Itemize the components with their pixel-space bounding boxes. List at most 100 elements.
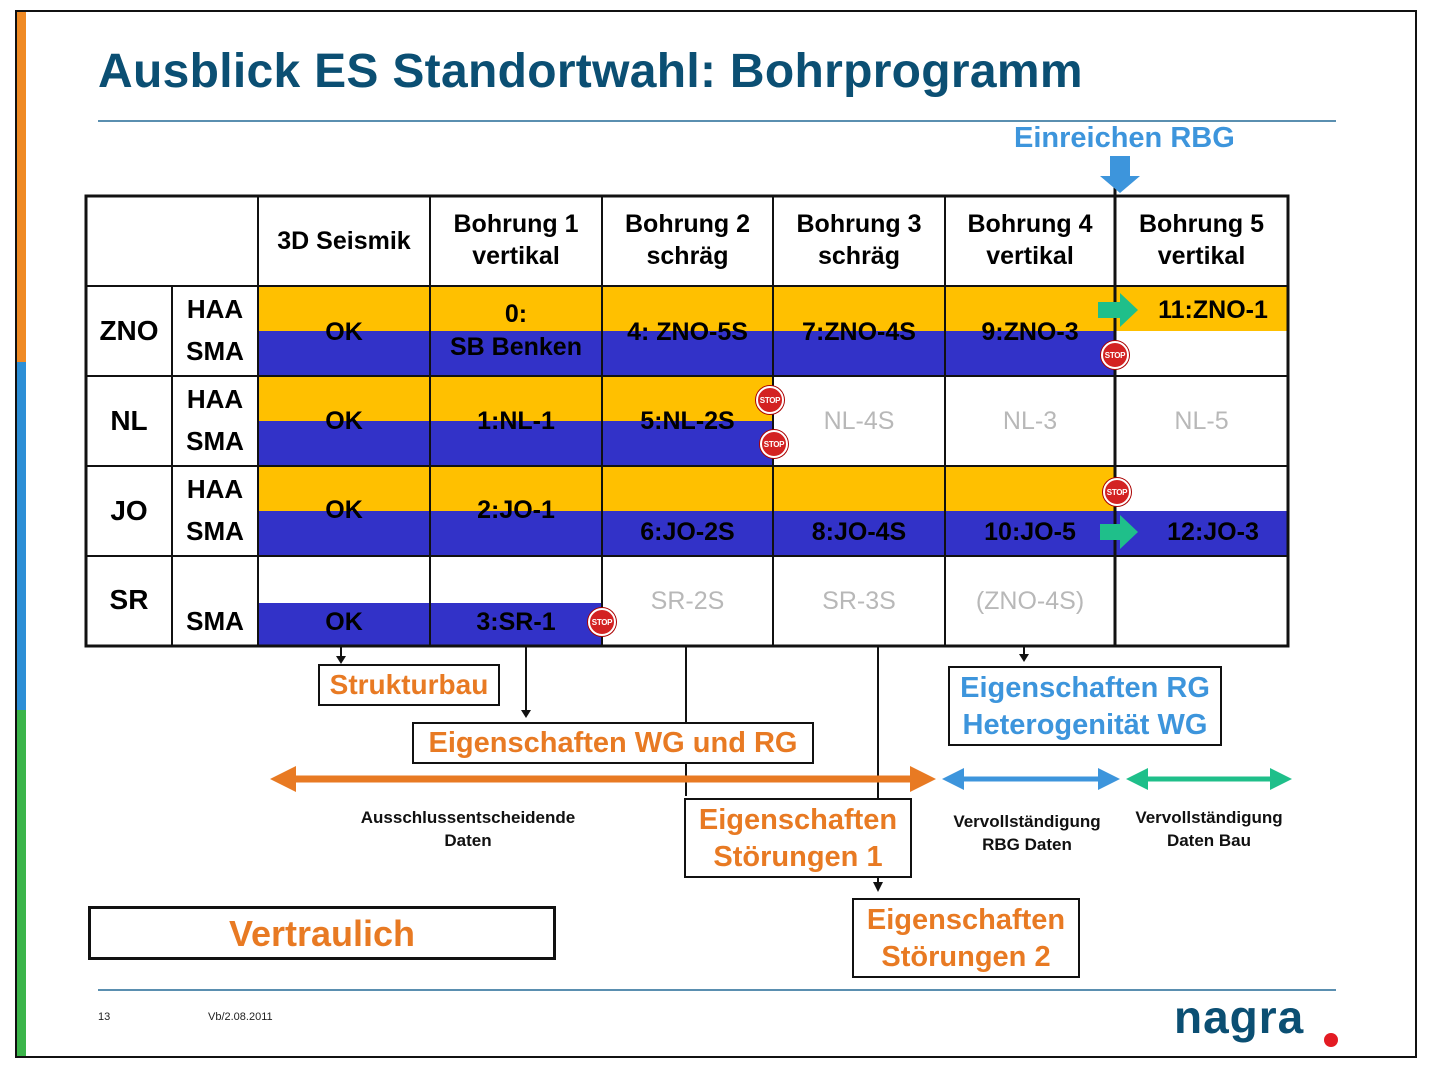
stop-sign-icon-zno: STOP (1101, 341, 1129, 369)
orange-arrow-right (910, 766, 936, 792)
nl-haa-bar (258, 376, 773, 421)
rbg-daten-caption: Vervollständigung RBG Daten (934, 810, 1120, 856)
header-bohrung-4-l2: vertikal (986, 242, 1074, 270)
region-nl: NL (110, 405, 148, 436)
sr-b2: SR-2S (650, 587, 725, 615)
title-rule (98, 120, 1336, 122)
nl-sma-bar (258, 421, 773, 466)
sr-b3: SR-3S (822, 587, 896, 615)
header-bohrung-5: Bohrung 5 vertikal (1115, 208, 1288, 272)
eigenschaften-stoerungen-1-box: Eigenschaften Störungen 1 (684, 798, 912, 878)
nl-b5: NL-5 (1174, 407, 1229, 435)
zno-sma-label: SMA (186, 336, 244, 366)
nl-haa-label: HAA (186, 384, 244, 414)
eigenschaften-stoerungen-2-l1: Eigenschaften (866, 904, 1066, 936)
sr-b1: 3:SR-1 (476, 608, 556, 636)
sr-seismik: OK (325, 608, 363, 636)
daten-bau-caption: Vervollständigung Daten Bau (1116, 806, 1302, 852)
jo-haa-bar (258, 466, 1115, 511)
stop-sign-icon-jo: STOP (1103, 478, 1131, 506)
eigenschaften-wg-rg-box: Eigenschaften WG und RG (412, 722, 814, 764)
eigenschaften-stoerungen-2-l2: Störungen 2 (881, 941, 1051, 973)
header-3d-seismik: 3D Seismik (277, 227, 411, 255)
stop-sign-icon-nl-sma: STOP (760, 430, 788, 458)
jo-b2: 6:JO-2S (640, 518, 735, 546)
header-bohrung-4-l1: Bohrung 4 (967, 210, 1093, 238)
eigenschaften-rg-l2: Heterogenität WG (962, 709, 1208, 741)
daten-bau-l2: Daten Bau (1166, 831, 1252, 850)
strukturbau-box: Strukturbau (318, 664, 500, 706)
slide-title: Ausblick ES Standortwahl: Bohrprogramm (98, 45, 1083, 98)
zno-b1-l1: 0: (504, 300, 528, 328)
nl-b3: NL-4S (823, 407, 895, 435)
zno-green-arrow (1098, 293, 1138, 327)
nagra-logo-dot-icon (1324, 1033, 1338, 1047)
zno-b4: 9:ZNO-3 (981, 318, 1079, 346)
header-bohrung-2: Bohrung 2 schräg (602, 208, 773, 272)
header-bohrung-5-l1: Bohrung 5 (1139, 210, 1264, 238)
vertraulich-box: Vertraulich (88, 906, 556, 960)
region-zno: ZNO (99, 315, 159, 346)
footer-date: Vb/2.08.2011 (208, 1011, 273, 1023)
header-bohrung-1-l2: vertikal (472, 242, 560, 270)
jo-green-arrow (1100, 515, 1138, 549)
jo-b1: 2:JO-1 (477, 496, 555, 524)
region-sr: SR (109, 584, 149, 615)
page-number: 13 (98, 1011, 111, 1023)
sr-b4: (ZNO-4S) (975, 587, 1085, 615)
daten-bau-l1: Vervollständigung (1135, 808, 1283, 827)
jo-haa-label: HAA (186, 474, 244, 504)
zno-seismik: OK (325, 318, 363, 346)
jo-sma-label: SMA (186, 516, 244, 546)
stop-sign-icon-nl-haa: STOP (756, 386, 784, 414)
green-arrow-right (1270, 768, 1292, 790)
zno-b1-l2: SB Benken (450, 333, 582, 361)
zno-haa-bar (258, 286, 1115, 331)
header-bohrung-5-l2: vertikal (1157, 242, 1246, 270)
eigenschaften-stoerungen-2-box: Eigenschaften Störungen 2 (852, 898, 1080, 978)
zno-b3: 7:ZNO-4S (802, 318, 916, 346)
eigenschaften-stoerungen-1-l2: Störungen 1 (713, 841, 883, 873)
ausschluss-l1: Ausschlussentscheidende (360, 808, 576, 827)
ausschluss-l2: Daten (444, 831, 492, 850)
zno-b2: 4: ZNO-5S (627, 318, 748, 346)
zno-b5: 11:ZNO-1 (1158, 296, 1268, 324)
accent-bar-blue (17, 362, 26, 710)
accent-bar-orange (17, 12, 26, 362)
region-jo: JO (110, 495, 148, 526)
header-bohrung-3-l1: Bohrung 3 (796, 210, 922, 238)
sr-sma-label: SMA (186, 606, 244, 636)
header-bohrung-1-l1: Bohrung 1 (453, 210, 579, 238)
zno-sma-bar (258, 331, 1115, 376)
blue-arrow-left (942, 768, 964, 790)
accent-bar-green (17, 710, 26, 1056)
rbg-daten-l1: Vervollständigung (953, 812, 1101, 831)
header-bohrung-4: Bohrung 4 vertikal (945, 208, 1115, 272)
nl-b1: 1:NL-1 (477, 407, 555, 435)
nl-b4: NL-3 (1002, 407, 1058, 435)
eigenschaften-rg-box: Eigenschaften RG Heterogenität WG (948, 666, 1222, 746)
blue-arrow-right (1098, 768, 1120, 790)
header-bohrung-3-l2: schräg (818, 242, 900, 270)
stop-sign-icon-sr: STOP (588, 608, 616, 636)
eigenschaften-rg-l1: Eigenschaften RG (960, 672, 1210, 704)
jo-b5: 12:JO-3 (1167, 518, 1259, 546)
zno-haa-label: HAA (186, 294, 244, 324)
header-bohrung-1: Bohrung 1 vertikal (430, 208, 602, 272)
rbg-daten-l2: RBG Daten (982, 835, 1072, 854)
jo-seismik: OK (325, 496, 363, 524)
zno-haa-bar-b5 (1115, 286, 1288, 331)
einreichen-rbg-label: Einreichen RBG (1014, 122, 1235, 154)
green-arrow-left (1126, 768, 1148, 790)
jo-b4: 10:JO-5 (984, 518, 1076, 546)
orange-arrow-left (270, 766, 296, 792)
eigenschaften-stoerungen-1-l1: Eigenschaften (698, 804, 898, 836)
header-bohrung-2-l2: schräg (646, 242, 729, 270)
nl-seismik: OK (325, 407, 363, 435)
nagra-logo: nagra (1174, 991, 1305, 1043)
jo-b3: 8:JO-4S (811, 518, 907, 546)
header-bohrung-2-l1: Bohrung 2 (625, 210, 750, 238)
einreichen-arrow-shaft (1110, 156, 1130, 176)
ausschluss-caption: Ausschlussentscheidende Daten (318, 806, 618, 852)
